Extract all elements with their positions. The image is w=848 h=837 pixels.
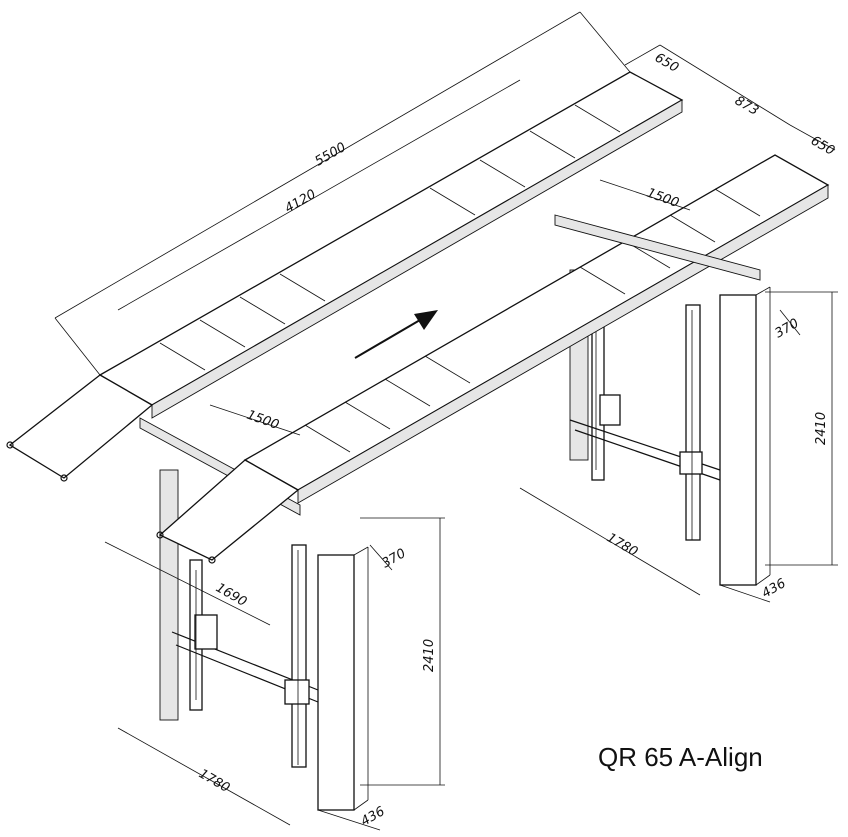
model-label: QR 65 A-Align	[598, 742, 763, 772]
dim-height-front: 2410	[422, 639, 437, 672]
dim-column-offset-front: 370	[380, 546, 409, 571]
dim-track-width-front: 650	[808, 133, 837, 158]
dim-track-width-rear: 650	[652, 50, 681, 75]
right-runway	[243, 154, 830, 504]
drive-direction-arrow	[354, 310, 438, 359]
dim-turntable-offset-front: 1500	[245, 408, 281, 433]
access-ramps	[6, 374, 300, 564]
dim-base-width-front: 1780	[196, 766, 232, 796]
dim-base-width-rear: 1780	[604, 530, 640, 560]
dim-height-rear: 2410	[814, 412, 829, 445]
dim-column-offset-rear: 370	[773, 316, 802, 341]
dim-overall-length: 5500	[313, 140, 349, 170]
front-column-assembly	[159, 469, 369, 811]
dim-base-depth-front: 436	[359, 804, 388, 829]
dim-platform-length: 4120	[283, 187, 319, 217]
dim-turntable-offset-rear: 1500	[645, 186, 681, 211]
left-runway	[98, 71, 684, 419]
dim-inner-width: 873	[732, 93, 761, 118]
dimension-lines	[54, 11, 838, 831]
